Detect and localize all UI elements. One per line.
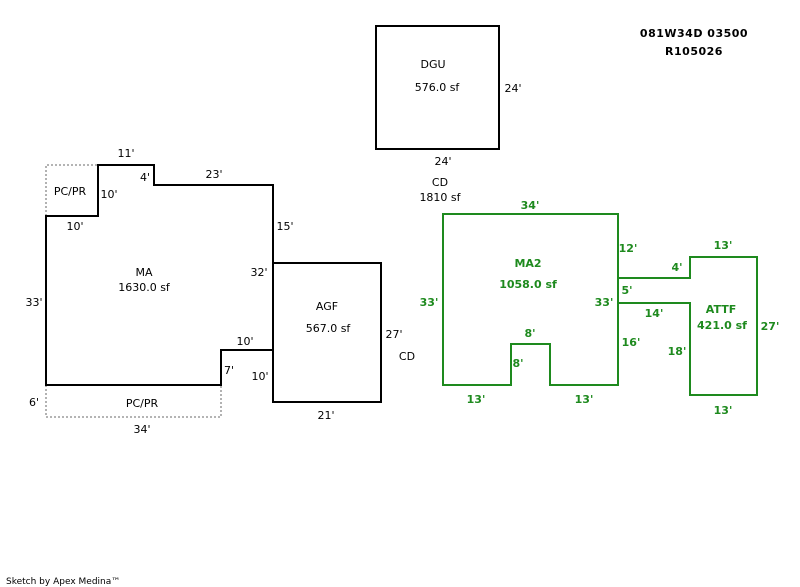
attf-top-dimension: 13' (714, 239, 733, 252)
ma-pc-bottom-dimension: 10' (66, 220, 83, 233)
ma2-label: MA2 (514, 257, 541, 270)
ma-step-lower-dimension: 10' (251, 370, 268, 383)
dgu-bottom-dimension: 24' (434, 155, 451, 168)
agf-label: AGF (316, 300, 338, 313)
dgu-label: DGU (420, 58, 445, 71)
pcpr-bottom-outline (45, 385, 222, 418)
ma-area: 1630.0 sf (118, 281, 171, 294)
cd-top-area: 1810 sf (419, 191, 461, 204)
ma-pc-top-dimension: 11' (117, 147, 134, 160)
account-id: R105026 (665, 45, 723, 58)
pcpr-bottom-label: PC/PR (126, 397, 159, 410)
attf-bottom-dimension: 13' (714, 404, 733, 417)
dgu-outline (375, 25, 500, 150)
dgu-right-dimension: 24' (504, 82, 521, 95)
ma-left-dimension: 33' (25, 296, 42, 309)
attf-outline (617, 256, 758, 396)
agf-right-dimension: 27' (385, 328, 402, 341)
attf-right-dimension: 27' (761, 320, 780, 333)
ma2-right-upper-dimension: 12' (619, 242, 638, 255)
ma2-outline (442, 213, 619, 386)
parcel-id: 081W34D 03500 (640, 27, 748, 40)
ma2-right-lower-dimension: 16' (622, 336, 641, 349)
agf-bottom-dimension: 21' (317, 409, 334, 422)
pcpr-side-dimension: 6' (29, 396, 39, 409)
attf-area: 421.0 sf (697, 319, 747, 332)
cd-top-label: CD (432, 176, 448, 189)
agf-outline (272, 262, 382, 403)
ma2-right-mid-dimension: 5' (621, 284, 632, 297)
ma2-left-dimension: 33' (420, 296, 439, 309)
ma-notch-dimension: 4' (140, 171, 150, 184)
ma2-right-inner-dimension: 33' (595, 296, 614, 309)
ma2-bottom-right-dimension: 13' (575, 393, 594, 406)
ma-top-dimension: 23' (205, 168, 222, 181)
ma2-notch-side-dimension: 8' (512, 357, 523, 370)
cd-right-label: CD (399, 350, 415, 363)
ma2-bottom-left-dimension: 13' (467, 393, 486, 406)
ma-label: MA (135, 266, 152, 279)
ma2-top-dimension: 34' (521, 199, 540, 212)
ma-step-top-dimension: 10' (236, 335, 253, 348)
ma-step-side-dimension: 7' (224, 364, 234, 377)
attf-step-dimension: 4' (671, 261, 682, 274)
ma-right-upper-dimension: 15' (276, 220, 293, 233)
pcpr-top-label: PC/PR (54, 185, 87, 198)
ma-pc-side-dimension: 10' (100, 188, 117, 201)
ma2-area: 1058.0 sf (499, 278, 557, 291)
sketch-credit: Sketch by Apex Medina™ (6, 577, 120, 587)
ma-right-dimension: 32' (250, 266, 267, 279)
attf-link-dimension: 14' (645, 307, 664, 320)
ma2-notch-top-dimension: 8' (524, 327, 535, 340)
attf-label: ATTF (706, 303, 736, 316)
ma-outline (45, 164, 274, 386)
dgu-area: 576.0 sf (415, 81, 461, 94)
agf-area: 567.0 sf (306, 322, 352, 335)
attf-left-dimension: 18' (668, 345, 687, 358)
pcpr-bottom-dimension: 34' (133, 423, 150, 436)
